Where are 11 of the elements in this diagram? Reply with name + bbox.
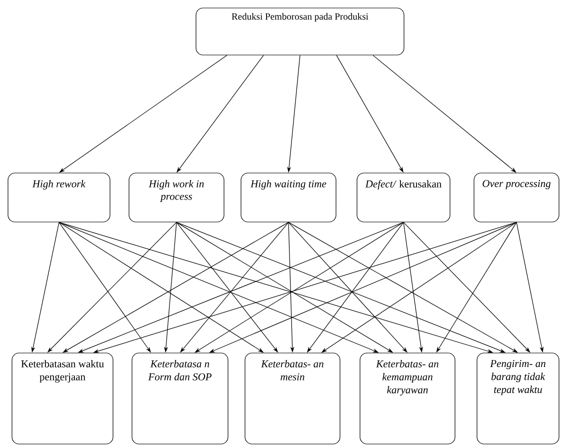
waste-box: High waiting time (240, 172, 336, 222)
cause-box: Keterbatas- an mesin (244, 352, 340, 444)
cause-box: Pengirim- an barang tidak tepat waktu (476, 352, 560, 444)
waste-box: Defect/ kerusakan (356, 172, 450, 222)
waste-box: High work in process (128, 172, 224, 222)
cause-box: Keterbatasan waktu pengerjaan (12, 352, 114, 444)
cause-box: Keterbatas- an kemampuan karyawan (360, 352, 456, 444)
waste-box: Over processing (474, 172, 560, 222)
waste-box: High rework (8, 172, 110, 222)
goal-box: Reduksi Pemborosan pada Produksi (196, 8, 404, 56)
cause-box: Keterbatasa n Form dan SOP (132, 352, 228, 444)
